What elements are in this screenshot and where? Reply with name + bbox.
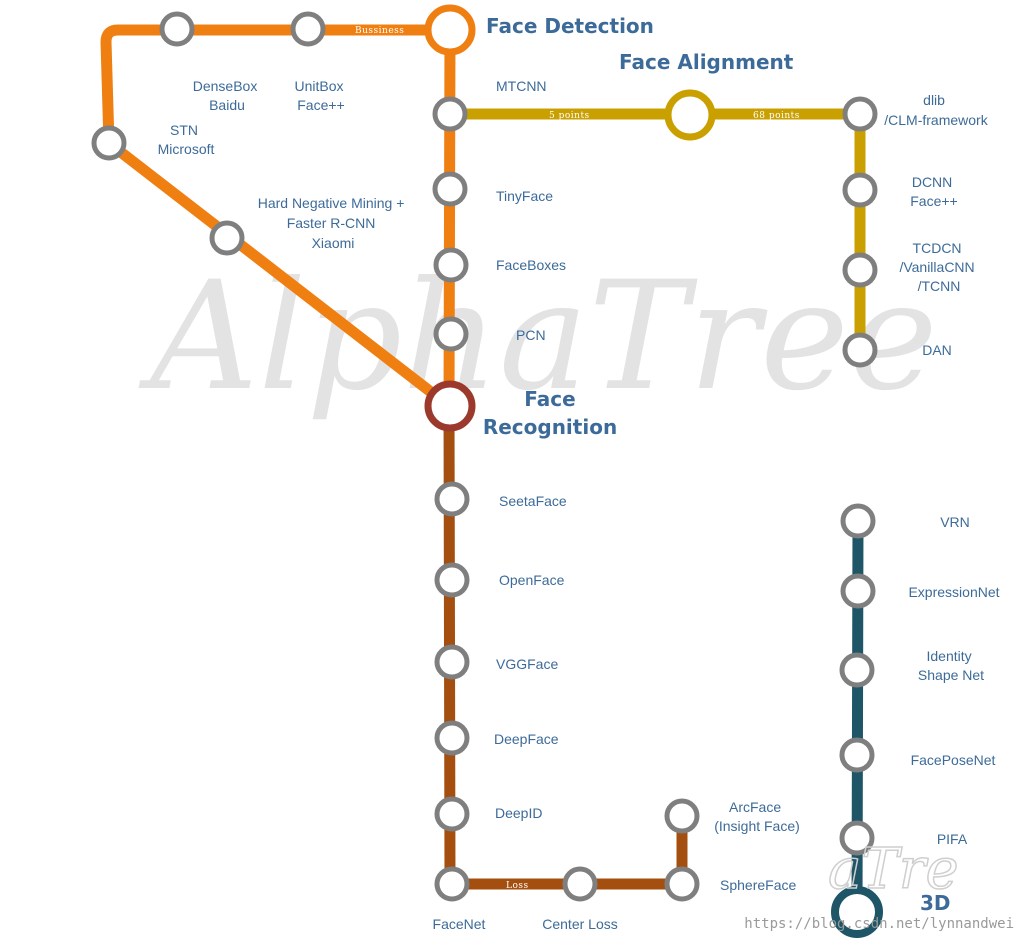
- label-arcface: ArcFace (Insight Face): [714, 799, 800, 834]
- label-dan: DAN: [922, 342, 952, 358]
- station-stn[interactable]: [91, 125, 127, 161]
- station-deepface[interactable]: [434, 720, 470, 756]
- hub-3d[interactable]: [831, 886, 883, 938]
- segment-label-bussiness: Bussiness: [355, 26, 404, 36]
- label-deepface: DeepFace: [494, 731, 559, 747]
- detection-line: [100, 24, 456, 412]
- hub-face-recognition[interactable]: [424, 380, 476, 432]
- label-pifa: PIFA: [937, 831, 968, 847]
- station-vggface[interactable]: [434, 644, 470, 680]
- station-deepid[interactable]: [434, 796, 470, 832]
- label-faceboxes: FaceBoxes: [496, 257, 566, 273]
- segment-label-5-points: 5 points: [549, 111, 590, 121]
- station-expressionnet[interactable]: [840, 573, 876, 609]
- hub-label-face-recognition-l2: Recognition: [483, 415, 617, 439]
- label-vggface: VGGFace: [496, 656, 558, 672]
- station-arcface[interactable]: [664, 798, 700, 834]
- station-faceposenet[interactable]: [839, 737, 875, 773]
- label-expressionnet: ExpressionNet: [908, 584, 999, 600]
- station-labels: DenseBox Baidu UnitBox Face++ STN Micros…: [158, 78, 1000, 932]
- label-openface: OpenFace: [499, 572, 565, 588]
- station-sphereface[interactable]: [664, 866, 700, 902]
- hub-face-detection[interactable]: [424, 4, 476, 56]
- station-pifa[interactable]: [839, 820, 875, 856]
- station-faceboxes[interactable]: [433, 247, 469, 283]
- label-hard-negative: Hard Negative Mining + Faster R-CNN Xiao…: [258, 195, 409, 251]
- label-deepid: DeepID: [495, 805, 542, 821]
- station-openface[interactable]: [434, 562, 470, 598]
- station-dan[interactable]: [842, 332, 878, 368]
- station-center-loss[interactable]: [562, 866, 598, 902]
- label-sphereface: SphereFace: [720, 877, 796, 893]
- label-facenet: FaceNet: [433, 916, 486, 932]
- label-densebox: DenseBox Baidu: [193, 78, 261, 113]
- label-mtcnn: MTCNN: [496, 78, 547, 94]
- label-dcnn: DCNN Face++: [910, 174, 957, 209]
- watermark-url: https://blog.csdn.net/lynnandwei: [744, 916, 1014, 932]
- label-tinyface: TinyFace: [496, 188, 553, 204]
- label-pcn: PCN: [516, 327, 546, 343]
- hub-label-face-alignment: Face Alignment: [619, 50, 794, 74]
- label-stn: STN Microsoft: [158, 122, 215, 157]
- stations: [91, 11, 878, 902]
- hub-label-face-recognition-l1: Face: [524, 387, 575, 411]
- label-dlib: dlib /CLM-framework: [884, 92, 988, 128]
- station-identity-shape-net[interactable]: [839, 652, 875, 688]
- station-dlib[interactable]: [842, 96, 878, 132]
- segment-label-loss: Loss: [506, 881, 529, 891]
- route-lines: [100, 24, 866, 918]
- station-hard-negative[interactable]: [209, 220, 245, 256]
- station-densebox[interactable]: [159, 11, 195, 47]
- label-identity-shape-net: Identity Shape Net: [918, 648, 984, 683]
- station-tinyface[interactable]: [432, 171, 468, 207]
- label-tcdcn: TCDCN /VanillaCNN /TCNN: [899, 240, 978, 294]
- station-mtcnn[interactable]: [432, 96, 468, 132]
- station-dcnn[interactable]: [842, 172, 878, 208]
- station-facenet[interactable]: [434, 866, 470, 902]
- station-tcdcn[interactable]: [842, 252, 878, 288]
- station-seetaface[interactable]: [434, 481, 470, 517]
- station-unitbox[interactable]: [290, 11, 326, 47]
- label-unitbox: UnitBox Face++: [295, 78, 348, 113]
- hub-label-face-detection: Face Detection: [486, 14, 654, 38]
- hub-label-3d: 3D: [920, 891, 951, 915]
- watermark-alphatree: AlphaTree: [138, 250, 938, 424]
- station-pcn[interactable]: [433, 316, 469, 352]
- segment-label-68-points: 68 points: [753, 111, 800, 121]
- label-seetaface: SeetaFace: [499, 493, 567, 509]
- watermark-corner: aTre: [828, 837, 959, 902]
- label-faceposenet: FacePoseNet: [911, 752, 996, 768]
- label-center-loss: Center Loss: [542, 916, 617, 932]
- label-vrn: VRN: [940, 514, 970, 530]
- recognition-line: [443, 400, 688, 890]
- hub-face-alignment[interactable]: [664, 89, 716, 141]
- station-vrn[interactable]: [840, 503, 876, 539]
